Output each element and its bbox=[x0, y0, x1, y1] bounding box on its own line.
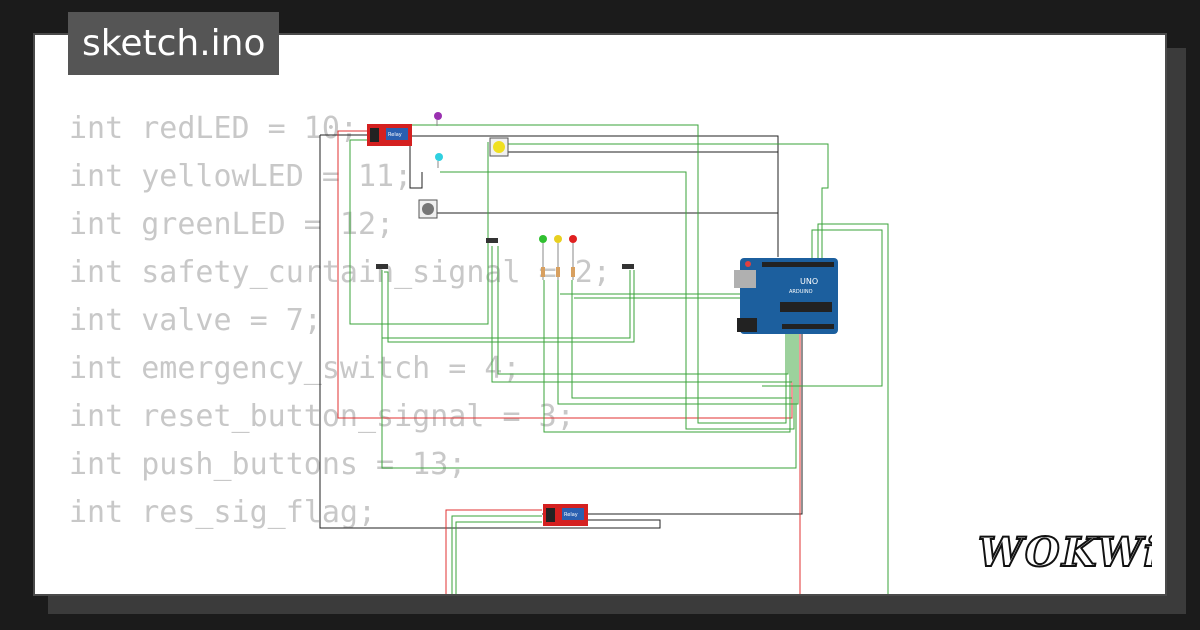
relay-module-top[interactable]: Relay bbox=[367, 124, 412, 146]
code-line: int valve = 7; bbox=[69, 303, 322, 338]
slide-switch-3[interactable] bbox=[622, 264, 634, 269]
push-button-grey[interactable] bbox=[418, 199, 438, 219]
code-line: int greenLED = 12; bbox=[69, 207, 395, 242]
relay-module-bottom[interactable]: Relay bbox=[543, 504, 588, 526]
green-wires bbox=[349, 124, 889, 594]
slide-switch-1[interactable] bbox=[376, 264, 388, 269]
board-label: UNO bbox=[800, 277, 818, 286]
wokwi-logo: WOKWi bbox=[976, 526, 1160, 582]
led-yellow[interactable] bbox=[554, 235, 562, 280]
preview-card[interactable]: int redLED = 10; int yellowLED = 11; int g… bbox=[33, 33, 1167, 596]
led-red[interactable] bbox=[569, 235, 577, 280]
board-sublabel: ARDUINO bbox=[789, 289, 813, 295]
code-preview: int redLED = 10; int yellowLED = 11; int g… bbox=[69, 105, 701, 594]
black-wires bbox=[319, 132, 803, 529]
code-line: int reset_button_signal = 3; bbox=[69, 399, 575, 434]
code-line: int redLED = 10; bbox=[69, 111, 358, 146]
slide-switch-2[interactable] bbox=[486, 238, 498, 243]
arduino-uno-board[interactable]: UNO ARDUINO bbox=[734, 258, 838, 334]
relay-label: Relay bbox=[564, 512, 578, 518]
red-wires bbox=[337, 130, 801, 594]
code-line: int res_sig_flag; bbox=[69, 495, 377, 530]
relay-label: Relay bbox=[388, 132, 402, 138]
led-cyan[interactable] bbox=[435, 153, 443, 168]
circuit-diagram: Relay Relay bbox=[319, 112, 889, 594]
code-line: int push_buttons = 13; bbox=[69, 447, 467, 482]
led-green[interactable] bbox=[539, 235, 547, 280]
code-line: int yellowLED = 11; bbox=[69, 159, 413, 194]
push-button-yellow[interactable] bbox=[489, 137, 509, 157]
brand-text: WOKWi bbox=[978, 529, 1152, 576]
code-line: int safety_curtain_signal = 2; bbox=[69, 255, 611, 290]
led-purple[interactable] bbox=[434, 112, 442, 126]
filename-tab: sketch.ino bbox=[68, 12, 280, 75]
code-line: unsigned long lastDebounceTime = 0; bbox=[69, 585, 701, 594]
